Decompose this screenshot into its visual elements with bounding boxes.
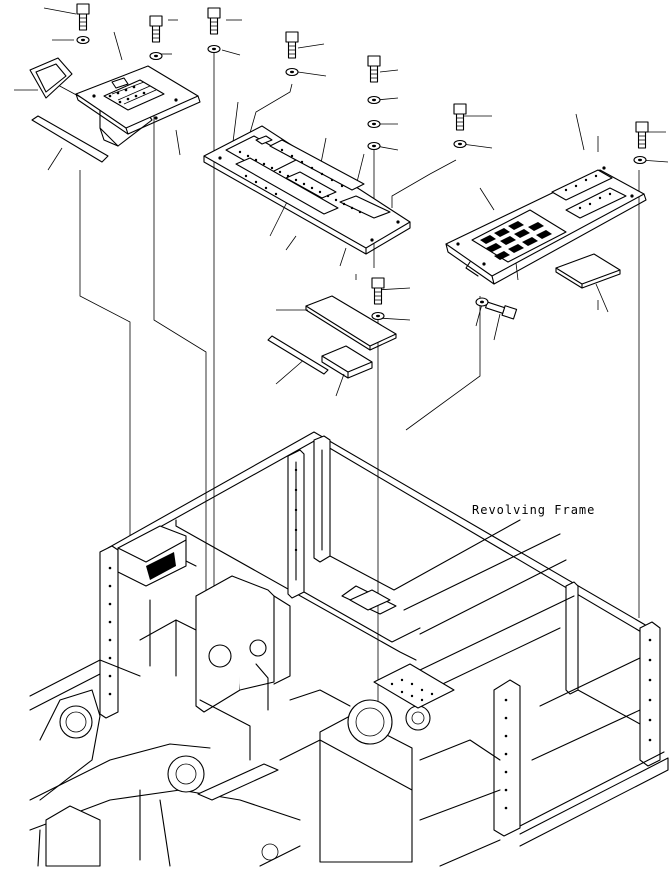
bolt bbox=[485, 301, 518, 320]
washers bbox=[76, 35, 647, 321]
strip-bar bbox=[267, 335, 329, 375]
bolt bbox=[207, 7, 221, 35]
step-plate-right bbox=[445, 166, 647, 289]
bolt bbox=[285, 31, 299, 59]
revolving-frame bbox=[29, 431, 669, 867]
step-plate-middle bbox=[203, 125, 411, 255]
bolt bbox=[76, 3, 90, 31]
bolt bbox=[453, 103, 467, 131]
bolt bbox=[635, 121, 649, 149]
frame-annotation: Revolving Frame bbox=[472, 503, 595, 517]
step-plate-left bbox=[29, 57, 201, 163]
bolt bbox=[149, 15, 163, 43]
cover-plate-small bbox=[305, 295, 397, 351]
bolt bbox=[371, 277, 385, 305]
bolt bbox=[367, 55, 381, 83]
bolts bbox=[76, 3, 649, 320]
rubber-pad bbox=[321, 345, 373, 379]
